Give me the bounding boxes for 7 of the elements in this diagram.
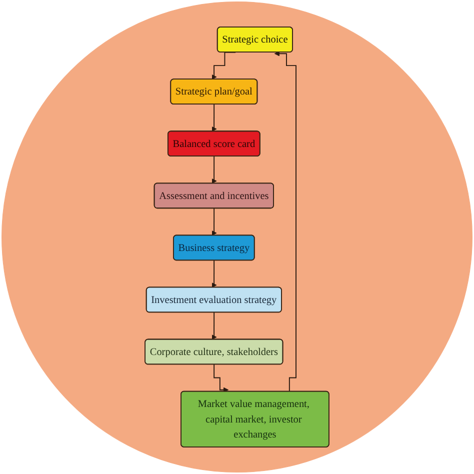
arrow	[212, 104, 217, 132]
arrow	[214, 364, 229, 393]
arrow	[212, 312, 217, 340]
arrow	[274, 50, 296, 392]
arrow	[212, 260, 217, 288]
arrow	[212, 156, 217, 184]
arrow	[212, 208, 217, 236]
